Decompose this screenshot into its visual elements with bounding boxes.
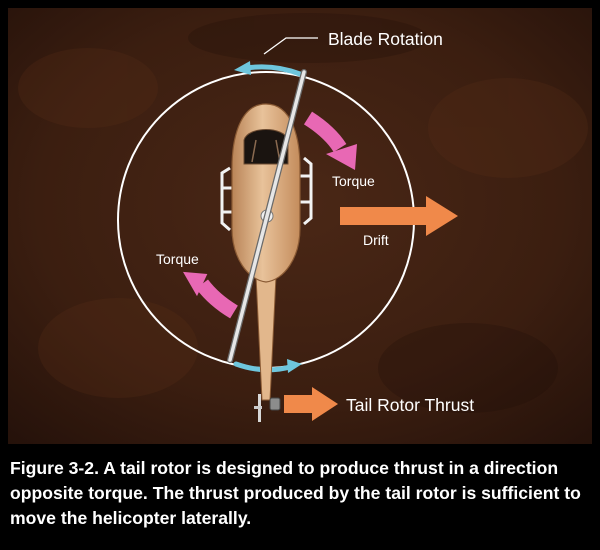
cockpit-canopy [243, 129, 289, 165]
torque-arrow-right [303, 111, 357, 170]
figure-caption: Figure 3-2. A tail rotor is designed to … [10, 458, 581, 528]
label-drift: Drift [363, 232, 389, 248]
label-blade-rotation: Blade Rotation [328, 29, 443, 49]
label-torque-right: Torque [332, 173, 375, 189]
landing-skids [220, 156, 313, 232]
blade-rotation-leader [263, 37, 318, 55]
tail-rotor-thrust-arrow [284, 387, 338, 421]
tail-rotor [254, 394, 281, 422]
torque-arrow-left [183, 271, 238, 319]
label-tail-rotor-thrust: Tail Rotor Thrust [346, 395, 474, 415]
helicopter-diagram: Blade Rotation Torque Drift Torque Tail … [8, 8, 592, 444]
blade-rotation-arrow-top [234, 61, 303, 77]
diagram-panel: Blade Rotation Torque Drift Torque Tail … [8, 8, 592, 444]
drift-arrow [340, 196, 458, 236]
main-rotor-blade [227, 69, 307, 363]
label-torque-left: Torque [156, 251, 199, 267]
